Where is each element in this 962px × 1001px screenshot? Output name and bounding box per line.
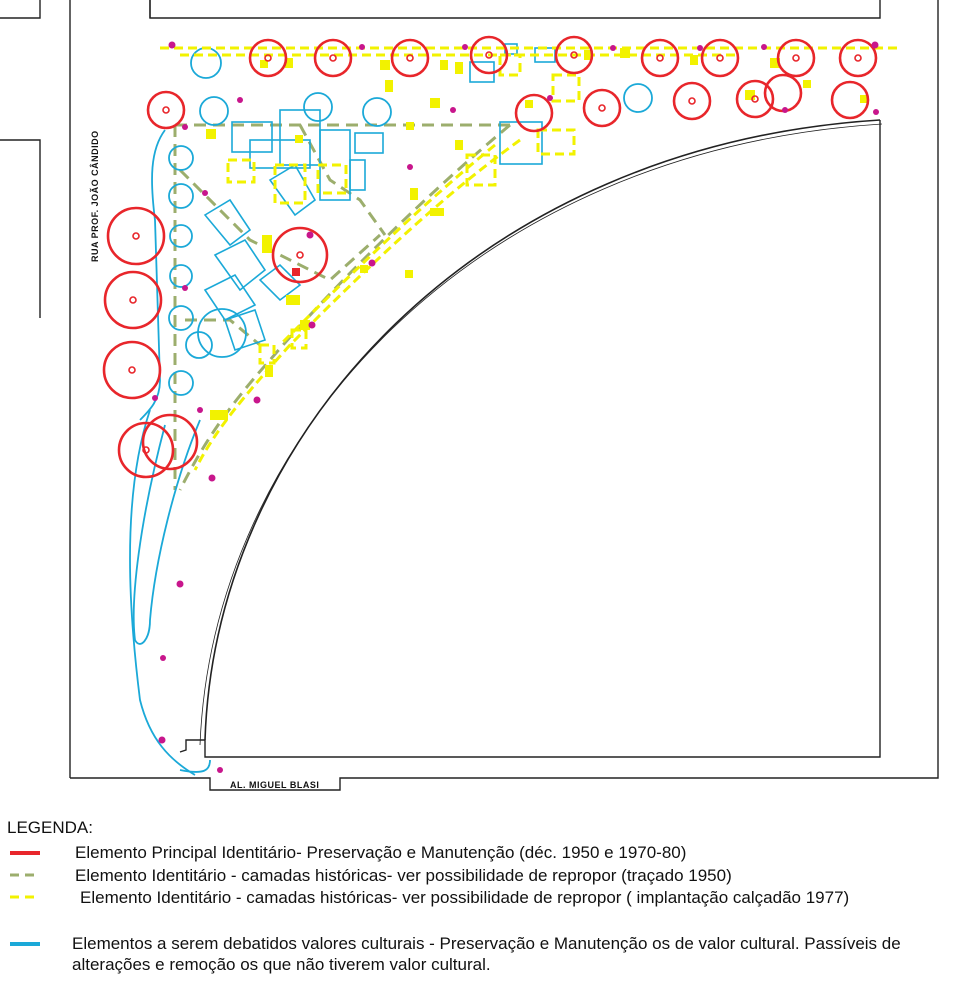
street-label-al-miguel-blasi: AL. MIGUEL BLASI bbox=[230, 780, 319, 790]
cyan-tree-circles bbox=[168, 47, 653, 396]
cyan-walkway bbox=[129, 129, 211, 776]
legend-swatch-yellow-dashed bbox=[10, 895, 40, 899]
cyan-structures bbox=[203, 43, 556, 352]
legend-swatch-cyan-solid bbox=[10, 942, 40, 946]
site-plan-map: RUA PROF. JOÃO CÂNDIDO AL. MIGUEL BLASI bbox=[0, 0, 962, 800]
legend-label: Elemento Identitário - camadas histórica… bbox=[75, 866, 732, 885]
block-outlines bbox=[0, 0, 939, 791]
legend: LEGENDA: Elemento Principal Identitário-… bbox=[0, 806, 962, 1001]
street-label-rua-prof-joao-candido: RUA PROF. JOÃO CÂNDIDO bbox=[89, 130, 100, 262]
yellow-markers bbox=[206, 48, 868, 420]
red-circle-centers bbox=[128, 51, 862, 454]
red-square-marker bbox=[292, 268, 300, 276]
magenta-points bbox=[152, 41, 879, 773]
legend-swatch-green-dashed bbox=[10, 873, 40, 877]
plan-background bbox=[0, 0, 962, 800]
legend-label: Elemento Principal Identitário- Preserva… bbox=[75, 843, 687, 862]
legend-swatch-red-solid bbox=[10, 851, 40, 855]
legend-label: Elementos a serem debatidos valores cult… bbox=[72, 934, 901, 974]
red-tree-circles bbox=[102, 35, 878, 479]
legend-title: LEGENDA: bbox=[7, 818, 93, 837]
legend-label: Elemento Identitário - camadas histórica… bbox=[80, 888, 850, 907]
